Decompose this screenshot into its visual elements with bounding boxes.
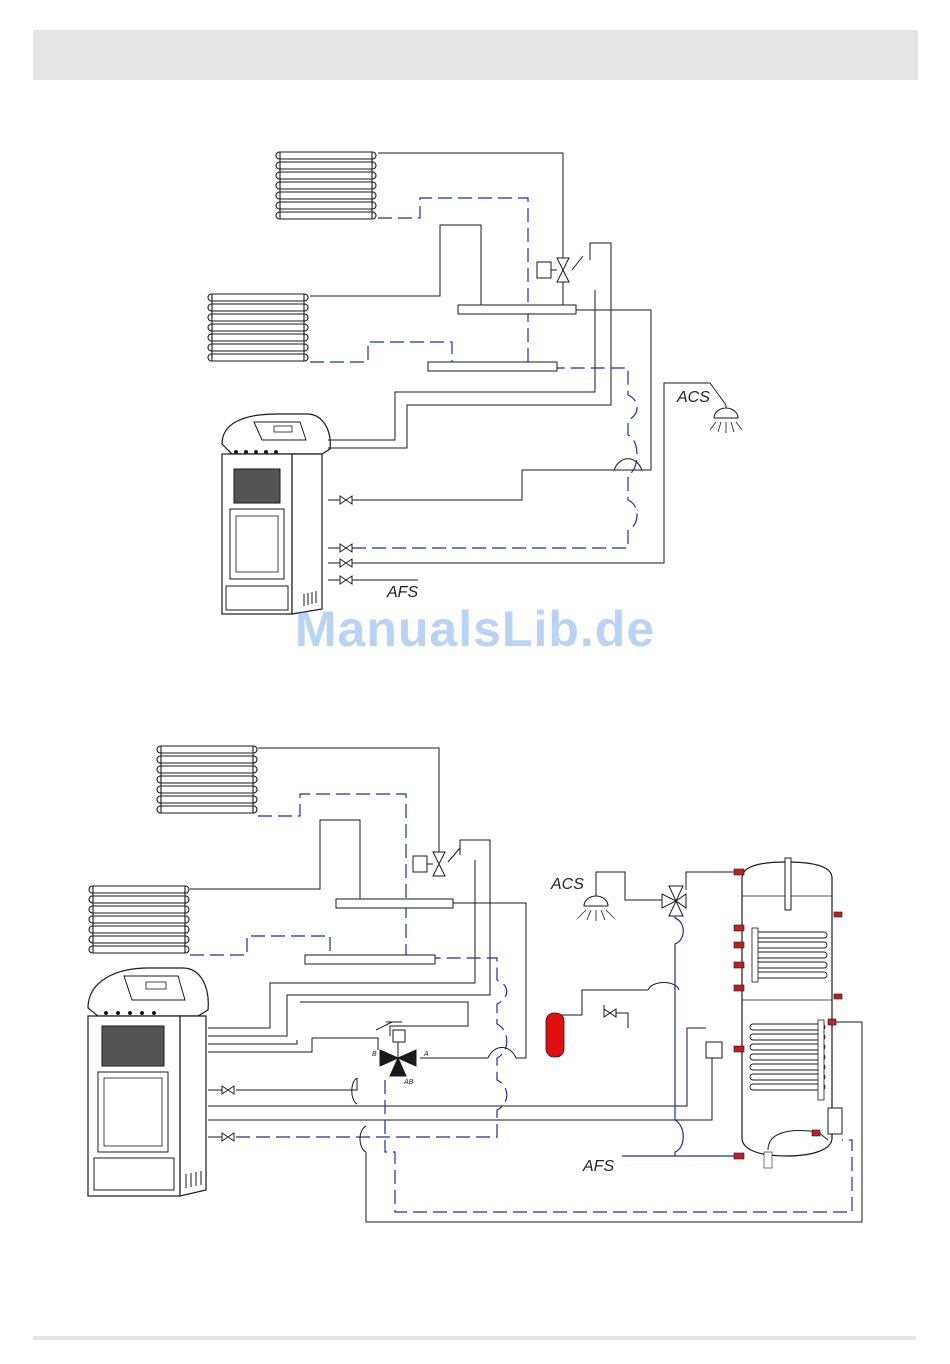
manifold-upper bbox=[458, 305, 576, 314]
stove-valve-2 bbox=[340, 544, 352, 552]
zone-valve bbox=[413, 848, 460, 876]
stove-valve-2 bbox=[222, 1133, 234, 1141]
stove-valve-1 bbox=[222, 1086, 234, 1094]
expansion-vessel bbox=[546, 1013, 564, 1057]
shower-head-icon bbox=[710, 408, 742, 433]
label-afs: AFS bbox=[582, 1158, 614, 1175]
hot-water-tank bbox=[734, 858, 842, 1168]
safety-valve bbox=[604, 1009, 616, 1017]
radiator-upper bbox=[157, 746, 257, 813]
pellet-stove bbox=[222, 414, 330, 614]
label-acs: ACS bbox=[676, 389, 710, 406]
radiator-lower bbox=[89, 886, 189, 953]
radiator-upper bbox=[276, 152, 376, 219]
diverter-valve bbox=[376, 1022, 416, 1076]
return-lines bbox=[310, 198, 637, 548]
three-way-valve bbox=[537, 256, 583, 282]
manifold-lower bbox=[305, 955, 435, 964]
label-port-ab: AB bbox=[403, 1079, 414, 1086]
label-afs: AFS bbox=[386, 584, 418, 601]
radiator-lower bbox=[208, 294, 308, 361]
thermostat-box bbox=[706, 1042, 722, 1058]
stove-valve-1 bbox=[340, 496, 352, 504]
mixing-valve bbox=[662, 886, 686, 916]
label-port-a: A bbox=[423, 1051, 429, 1058]
label-port-b: B bbox=[372, 1051, 377, 1058]
manifold-upper bbox=[336, 899, 453, 908]
watermark: ManualsLib.de bbox=[0, 600, 950, 658]
pellet-stove bbox=[88, 968, 208, 1196]
footer-rule bbox=[33, 1336, 916, 1340]
label-acs: ACS bbox=[550, 876, 584, 893]
stove-valve-4 bbox=[340, 576, 352, 584]
stove-valve-3 bbox=[340, 559, 352, 567]
diagram-1-heating-schematic: ACS AFS bbox=[0, 0, 950, 680]
manifold-lower bbox=[428, 362, 557, 371]
diagram-2-heating-with-boiler: B A AB bbox=[0, 680, 950, 1240]
